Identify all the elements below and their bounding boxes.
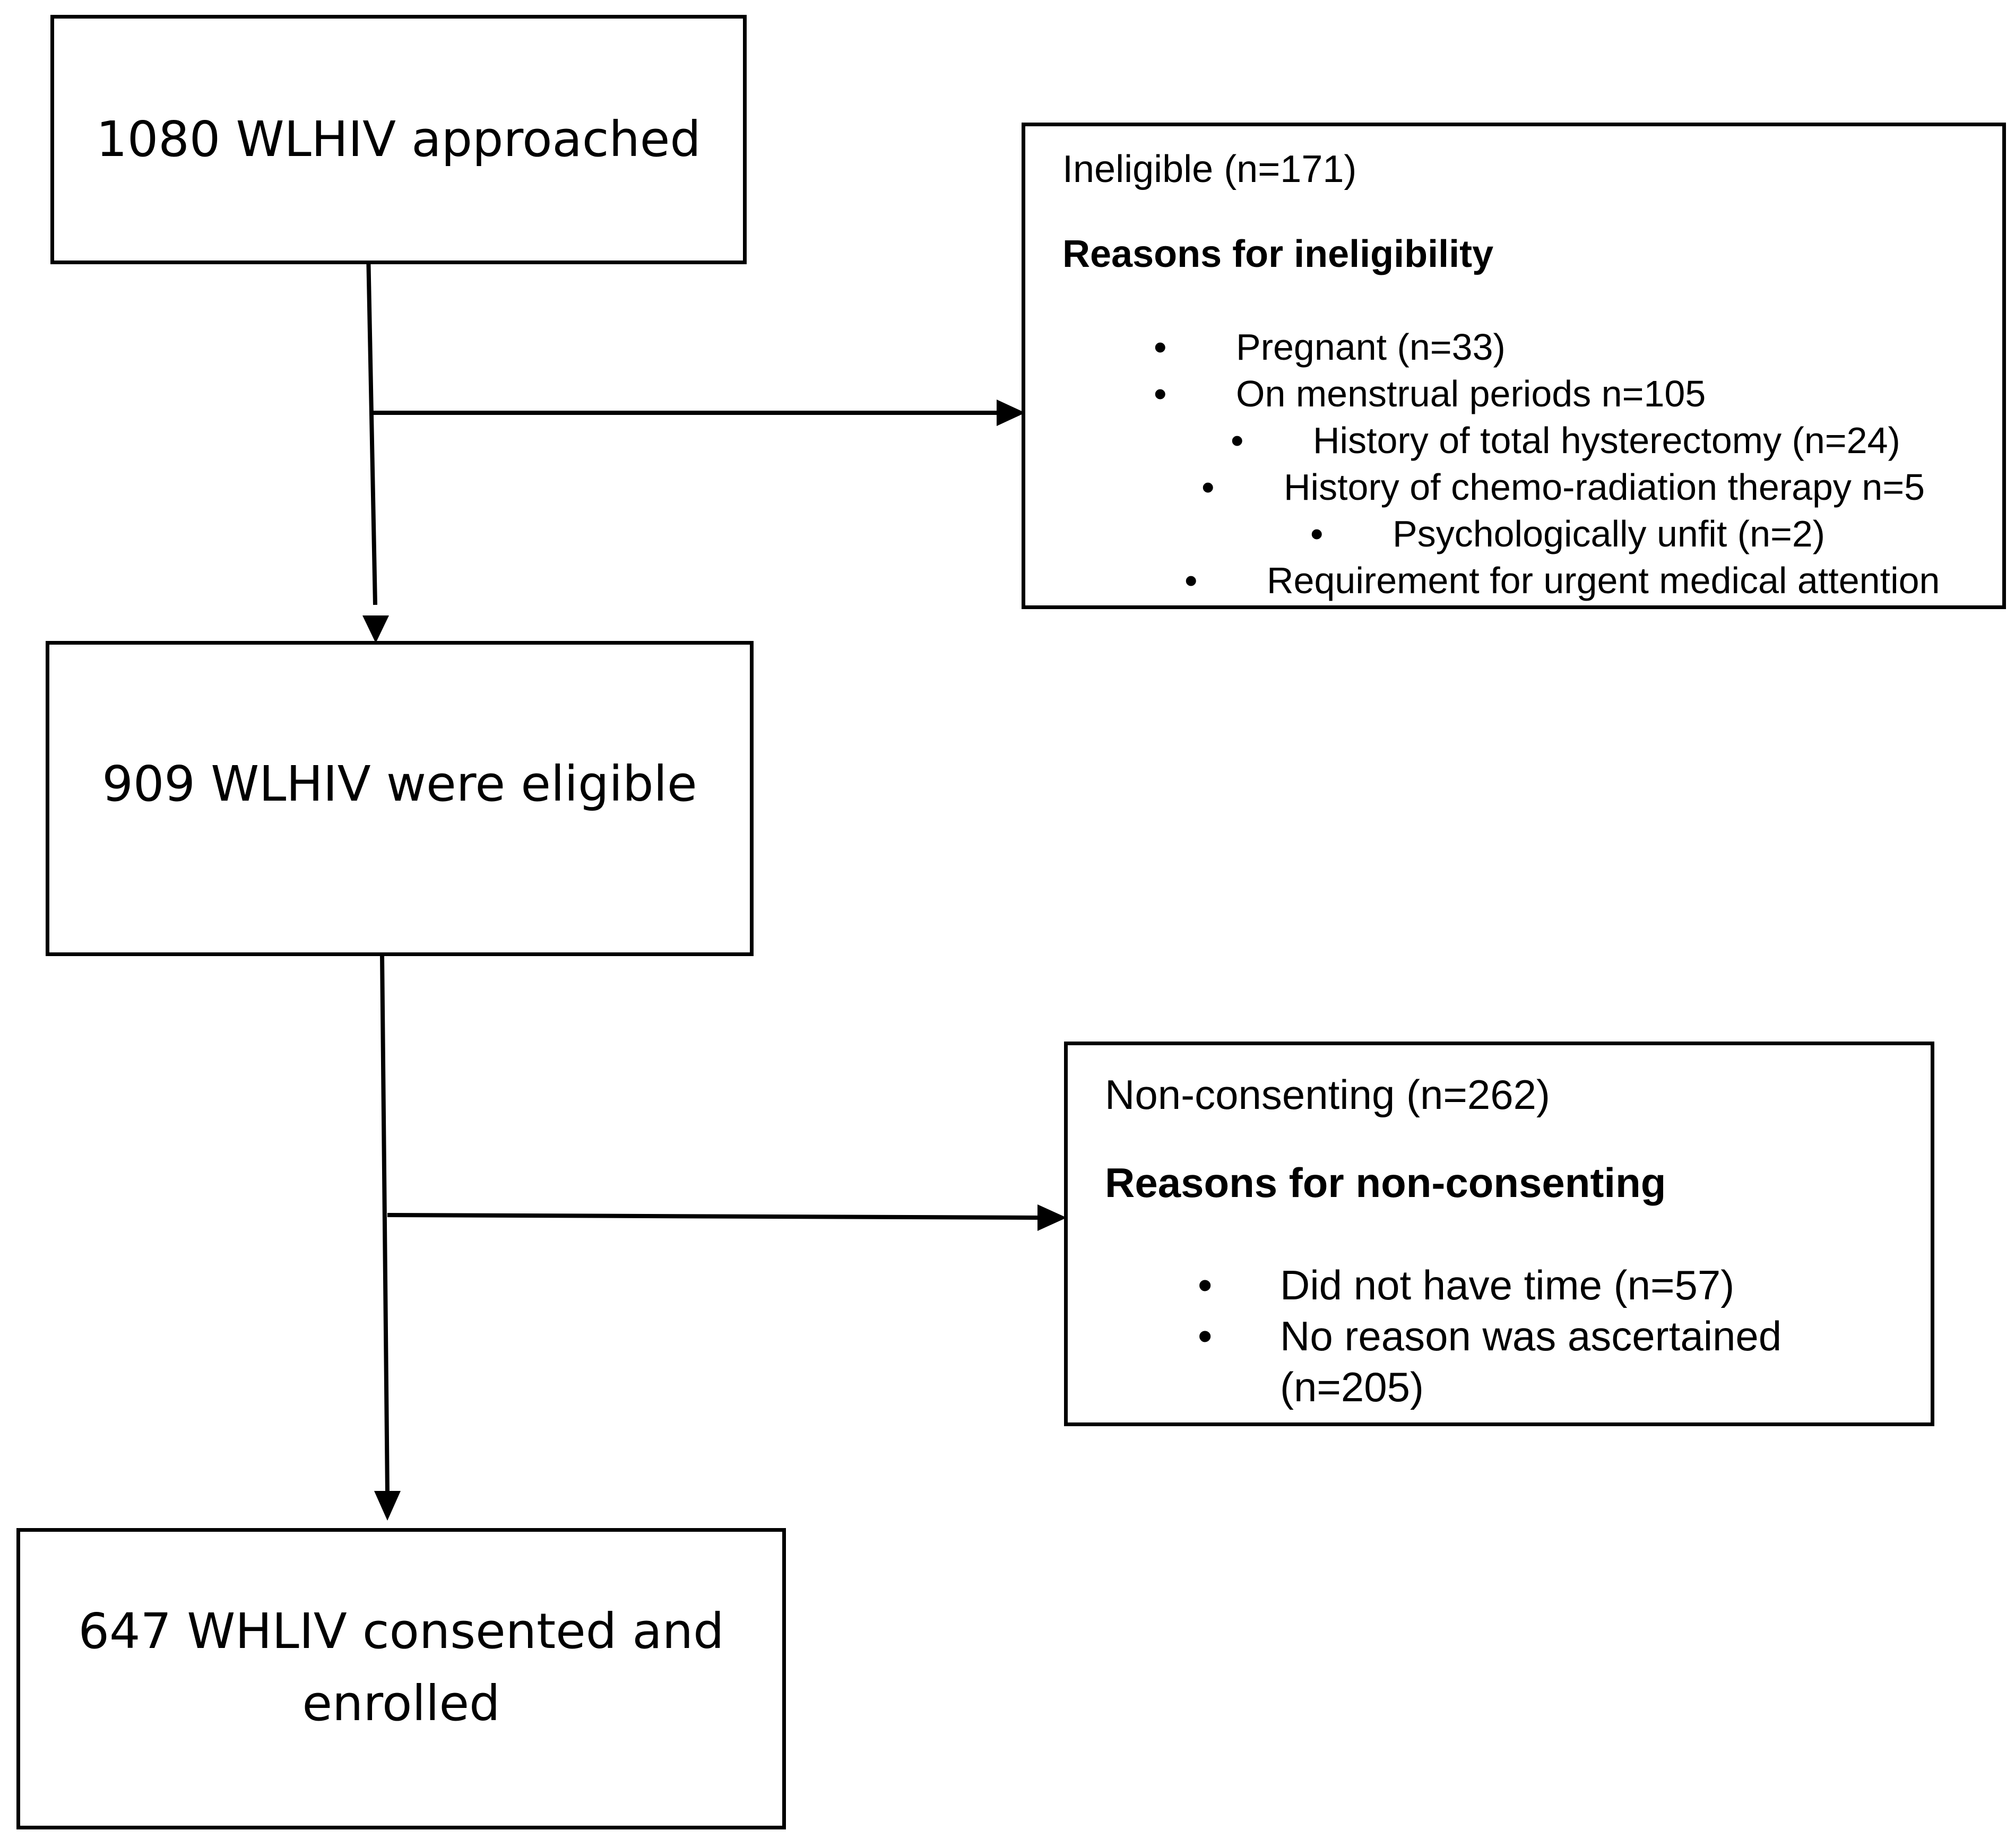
approached-box: 1080 WLHIV approached	[50, 15, 747, 264]
ineligible-box: Ineligible (n=171) Reasons for ineligibi…	[1022, 123, 2006, 609]
non-consenting-title: Non-consenting (n=262)	[1105, 1071, 1551, 1118]
non-consenting-item-continuation: (n=205)	[1280, 1361, 1424, 1412]
non-consenting-item-label: No reason was ascertained	[1280, 1313, 1782, 1359]
ineligible-item-label: Requirement for urgent medical attention	[1267, 560, 1940, 601]
arrow-to-non-consenting	[387, 1213, 1041, 1220]
ineligible-item-label: History of total hysterectomy (n=24)	[1313, 420, 1900, 461]
bullet-icon: •	[1198, 1313, 1213, 1359]
non-consenting-item-label: (n=205)	[1280, 1364, 1424, 1410]
bullet-icon: •	[1184, 560, 1198, 601]
arrow-approached-to-eligible	[366, 251, 377, 605]
bullet-icon: •	[1201, 466, 1215, 508]
ineligible-item: • History of chemo-radiation therapy n=5	[1201, 464, 1925, 510]
eligible-text: 909 WLHIV were eligible	[102, 756, 697, 812]
arrowhead-enrolled	[374, 1491, 401, 1521]
ineligible-item-label: Psychologically unfit (n=2)	[1393, 513, 1826, 554]
ineligible-item: • Pregnant (n=33)	[1154, 324, 1506, 370]
bullet-icon: •	[1310, 513, 1324, 554]
non-consenting-item: • No reason was ascertained	[1198, 1311, 1782, 1361]
non-consenting-item-label: Did not have time (n=57)	[1280, 1262, 1735, 1308]
ineligible-item: • Psychologically unfit (n=2)	[1310, 510, 1826, 557]
eligible-box: 909 WLHIV were eligible	[46, 641, 754, 956]
non-consenting-heading: Reasons for non-consenting	[1105, 1159, 1666, 1206]
ineligible-item: • On menstrual periods n=105	[1154, 370, 1706, 417]
bullet-icon: •	[1154, 326, 1167, 368]
arrowhead-ineligible	[997, 400, 1025, 426]
ineligible-title: Ineligible (n=171)	[1062, 148, 1357, 190]
ineligible-item-label: History of chemo-radiation therapy n=5	[1284, 466, 1925, 508]
enrolled-text-line-1: 647 WHLIV consented and	[78, 1603, 724, 1660]
enrolled-box: 647 WHLIV consented and enrolled	[16, 1528, 786, 1829]
non-consenting-box: Non-consenting (n=262) Reasons for non-c…	[1064, 1042, 1934, 1426]
ineligible-item-label: On menstrual periods n=105	[1236, 373, 1706, 414]
arrowhead-non-consenting	[1037, 1204, 1067, 1231]
arrow-eligible-to-enrolled	[380, 955, 390, 1494]
non-consenting-item: • Did not have time (n=57)	[1198, 1260, 1735, 1311]
ineligible-item: • History of total hysterectomy (n=24)	[1231, 417, 1900, 464]
approached-text: 1080 WLHIV approached	[96, 111, 701, 168]
ineligible-item: • Requirement for urgent medical attenti…	[1184, 557, 1940, 604]
arrowhead-eligible	[362, 615, 389, 643]
enrolled-text-line-2: enrolled	[302, 1675, 500, 1732]
bullet-icon: •	[1154, 373, 1167, 414]
bullet-icon: •	[1198, 1262, 1213, 1308]
ineligible-item-label: Pregnant (n=33)	[1236, 326, 1506, 368]
bullet-icon: •	[1231, 420, 1244, 461]
ineligibility-heading: Reasons for ineligibility	[1062, 233, 1494, 275]
